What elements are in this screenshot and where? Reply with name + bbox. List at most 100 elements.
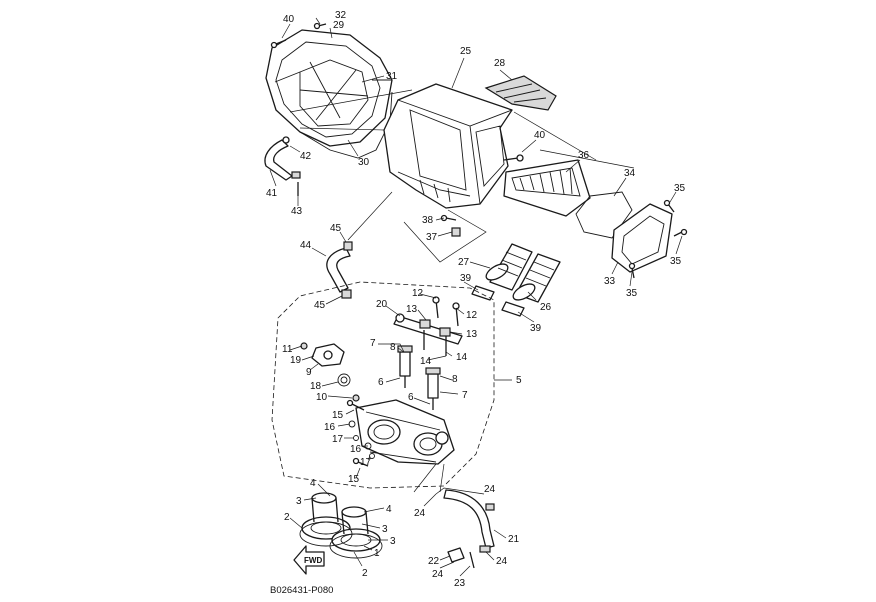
label-7: 7	[462, 390, 468, 401]
label-36: 36	[578, 150, 590, 161]
label-29: 29	[333, 20, 345, 31]
label-12: 12	[466, 310, 478, 321]
fuel-rail	[393, 313, 463, 356]
label-43: 43	[291, 206, 303, 217]
label-42: 42	[300, 151, 312, 162]
label-15: 15	[348, 474, 360, 485]
bolt-40-mid	[503, 154, 524, 162]
label-17: 17	[332, 434, 344, 445]
label-39: 39	[460, 273, 472, 284]
label-33: 33	[604, 276, 616, 287]
label-27: 27	[458, 257, 470, 268]
injector-left	[397, 345, 413, 388]
o-ring-18	[337, 373, 351, 387]
label-4: 4	[386, 504, 392, 515]
label-32: 32	[335, 10, 347, 21]
label-3: 3	[382, 524, 388, 535]
gasket-10	[352, 394, 360, 402]
bolt-12-set	[432, 296, 460, 327]
throttle-body	[355, 399, 455, 465]
screw-32	[313, 22, 327, 30]
label-9: 9	[306, 367, 312, 378]
label-45: 45	[314, 300, 326, 311]
label-1: 1	[374, 548, 380, 559]
screw-15-set	[346, 399, 369, 467]
label-44: 44	[300, 240, 312, 251]
label-6: 6	[378, 377, 384, 388]
label-13: 13	[406, 304, 418, 315]
label-3: 3	[390, 536, 396, 547]
clamp-band-set	[299, 521, 383, 559]
label-35: 35	[674, 183, 686, 194]
label-10: 10	[316, 392, 328, 403]
intake-duct-26	[512, 253, 561, 303]
clip-37	[451, 227, 461, 237]
label-24: 24	[484, 484, 496, 495]
label-24: 24	[496, 556, 508, 567]
airbox-joint-28	[484, 75, 557, 111]
label-21: 21	[508, 534, 520, 545]
diagram-code: B026431-P080	[270, 585, 333, 596]
label-45: 45	[330, 223, 342, 234]
fwd-label: FWD	[304, 556, 322, 565]
label-39: 39	[530, 323, 542, 334]
leader-lines	[269, 17, 683, 577]
label-37: 37	[426, 232, 438, 243]
fitting-22-23	[447, 547, 475, 569]
label-3: 3	[296, 496, 302, 507]
label-6: 6	[408, 392, 414, 403]
label-5: 5	[516, 375, 522, 386]
filter-cover	[611, 203, 673, 273]
label-28: 28	[494, 58, 506, 69]
label-34: 34	[624, 168, 636, 179]
label-8: 8	[452, 374, 458, 385]
label-31: 31	[386, 71, 398, 82]
label-8: 8	[390, 342, 396, 353]
throttle-body-assembly-boundary	[271, 281, 495, 489]
label-11: 11	[282, 344, 293, 355]
part-labels: 40 32 29 25 28 31 42 30 41 43 40 36 34 3…	[266, 10, 686, 589]
label-25: 25	[460, 46, 472, 57]
label-14: 14	[420, 356, 432, 367]
label-7: 7	[370, 338, 376, 349]
label-26: 26	[540, 302, 552, 313]
injector-right	[425, 367, 441, 410]
label-22: 22	[428, 556, 440, 567]
bolt-40-top	[270, 39, 287, 49]
label-35: 35	[626, 288, 638, 299]
label-12: 12	[412, 288, 424, 299]
label-23: 23	[454, 578, 466, 589]
label-18: 18	[310, 381, 322, 392]
label-2: 2	[362, 568, 368, 579]
label-19: 19	[290, 355, 302, 366]
hose-44	[326, 241, 353, 299]
label-24: 24	[432, 569, 444, 580]
label-40: 40	[534, 130, 546, 141]
label-4: 4	[310, 478, 316, 489]
label-20: 20	[376, 299, 388, 310]
label-40: 40	[283, 14, 295, 25]
airbox-case	[383, 83, 513, 209]
label-14: 14	[456, 352, 468, 363]
label-2: 2	[284, 512, 290, 523]
label-41: 41	[266, 188, 278, 199]
air-filter-element	[503, 159, 591, 217]
sensor-9	[311, 343, 345, 367]
assembly-guide-lines	[289, 89, 635, 263]
breather-hose	[264, 136, 301, 196]
label-13: 13	[466, 329, 478, 340]
label-38: 38	[422, 215, 434, 226]
intake-duct-27	[485, 243, 533, 291]
hose-21	[443, 489, 495, 553]
label-35: 35	[670, 256, 682, 267]
label-30: 30	[358, 157, 370, 168]
label-17: 17	[360, 457, 372, 468]
label-24: 24	[414, 508, 426, 519]
screw-35-set	[628, 199, 688, 279]
label-15: 15	[332, 410, 344, 421]
label-16: 16	[324, 422, 336, 433]
forward-direction-arrow: FWD	[293, 545, 325, 575]
label-16: 16	[350, 444, 362, 455]
filter-seal	[575, 191, 633, 239]
